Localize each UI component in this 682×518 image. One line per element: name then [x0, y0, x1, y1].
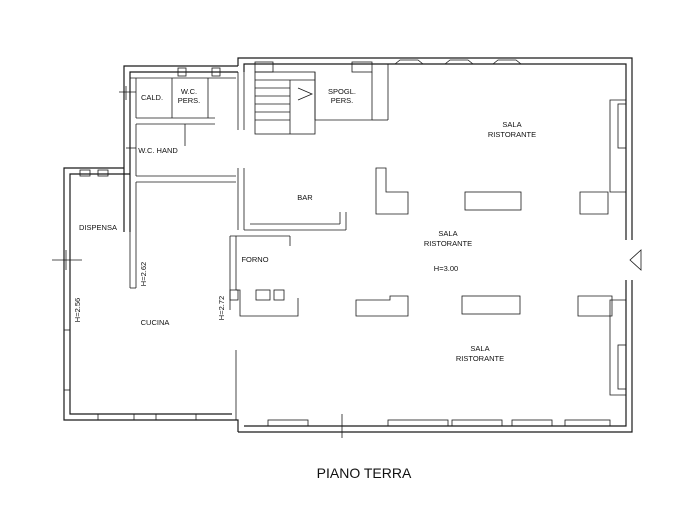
- label-dispensa: DISPENSA: [79, 223, 117, 232]
- interior-walls: [52, 64, 626, 438]
- height-labels: H=3.00 H=2.62 H=2.56 H=2.72: [73, 262, 458, 322]
- label-bar: BAR: [297, 193, 313, 202]
- height-kitchen-partition: H=2.62: [139, 262, 148, 286]
- height-dispensa: H=2.56: [73, 298, 82, 322]
- windows: [63, 59, 627, 427]
- label-sala-mid-line2: RISTORANTE: [424, 239, 472, 248]
- label-cald: CALD.: [141, 93, 163, 102]
- label-spogl-line2: PERS.: [331, 96, 354, 105]
- plan-title: PIANO TERRA: [317, 465, 412, 481]
- label-wc-hand: W.C. HAND: [138, 146, 178, 155]
- label-wc-pers-line1: W.C.: [181, 87, 197, 96]
- height-main: H=3.00: [434, 264, 458, 273]
- label-forno: FORNO: [241, 255, 268, 264]
- label-sala-top-line2: RISTORANTE: [488, 130, 536, 139]
- label-sala-top-line1: SALA: [502, 120, 521, 129]
- label-sala-bot-line2: RISTORANTE: [456, 354, 504, 363]
- label-sala-bot-line1: SALA: [470, 344, 489, 353]
- entrance-arrow-icon: [629, 249, 642, 271]
- label-sala-mid-line1: SALA: [438, 229, 457, 238]
- height-forno: H=2.72: [217, 296, 226, 320]
- label-wc-pers-line2: PERS.: [178, 96, 201, 105]
- outer-walls: [63, 57, 642, 433]
- label-cucina: CUCINA: [141, 318, 170, 327]
- label-spogl-line1: SPOGL.: [328, 87, 356, 96]
- room-labels: CALD. W.C. PERS. SPOGL. PERS. W.C. HAND …: [79, 87, 536, 363]
